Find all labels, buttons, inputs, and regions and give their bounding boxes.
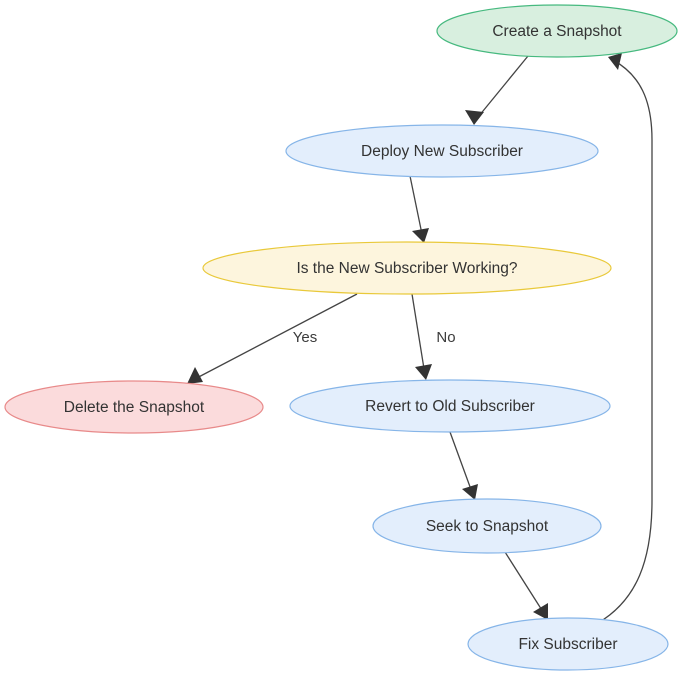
node-shape-deploy-new-subscriber[interactable] [285, 124, 599, 178]
node-deploy-new-subscriber[interactable]: Deploy New Subscriber [285, 124, 599, 178]
edge-label-no: No [436, 329, 455, 346]
edge-create-snapshot-to-deploy-new-subscriber [465, 55, 529, 125]
arrowhead-icon [462, 484, 478, 500]
node-revert-to-old-subscriber[interactable]: Revert to Old Subscriber [289, 379, 611, 433]
node-label-create-snapshot: Create a Snapshot [492, 23, 622, 40]
edge-deploy-new-subscriber-to-is-new-subscriber-working [409, 175, 429, 243]
arrowhead-icon [533, 603, 548, 620]
node-label-seek-to-snapshot: Seek to Snapshot [426, 518, 549, 535]
arrowhead-icon [608, 53, 622, 70]
edge-line [190, 293, 358, 382]
node-create-snapshot[interactable]: Create a Snapshot [436, 4, 678, 58]
edge-line [504, 551, 546, 616]
edge-line [411, 293, 426, 376]
node-shape-seek-to-snapshot[interactable] [372, 498, 602, 554]
edge-seek-to-snapshot-to-fix-subscriber [504, 551, 548, 620]
edge-is-new-subscriber-working-to-revert-to-old-subscriber [411, 293, 432, 380]
arrowhead-icon [415, 364, 432, 380]
edge-label-yes: Yes [293, 329, 317, 346]
arrowhead-icon [465, 110, 484, 125]
node-shape-delete-the-snapshot[interactable] [4, 380, 264, 434]
node-shape-create-snapshot[interactable] [436, 4, 678, 58]
edge-line [473, 55, 529, 123]
edge-is-new-subscriber-working-to-delete-the-snapshot [187, 293, 358, 384]
node-label-fix-subscriber: Fix Subscriber [518, 636, 617, 653]
node-shape-revert-to-old-subscriber[interactable] [289, 379, 611, 433]
node-is-new-subscriber-working[interactable]: Is the New Subscriber Working? [202, 241, 612, 295]
node-label-deploy-new-subscriber: Deploy New Subscriber [361, 143, 523, 160]
node-fix-subscriber[interactable]: Fix Subscriber [467, 617, 669, 671]
node-seek-to-snapshot[interactable]: Seek to Snapshot [372, 498, 602, 554]
edges-layer [187, 53, 653, 624]
node-shape-fix-subscriber[interactable] [467, 617, 669, 671]
edge-revert-to-old-subscriber-to-seek-to-snapshot [449, 431, 478, 500]
arrowhead-icon [187, 367, 203, 384]
arrowhead-icon [412, 228, 429, 243]
node-label-delete-the-snapshot: Delete the Snapshot [64, 399, 205, 416]
node-shape-is-new-subscriber-working[interactable] [202, 241, 612, 295]
node-delete-the-snapshot[interactable]: Delete the Snapshot [4, 380, 264, 434]
edge-fix-subscriber-to-create-snapshot [597, 53, 653, 624]
edge-labels-layer: Yes No [293, 329, 456, 346]
node-label-revert-to-old-subscriber: Revert to Old Subscriber [365, 398, 535, 415]
node-label-is-new-subscriber-working: Is the New Subscriber Working? [296, 260, 517, 277]
edge-line [409, 175, 424, 240]
edge-line [597, 59, 653, 624]
edge-line [449, 431, 474, 496]
